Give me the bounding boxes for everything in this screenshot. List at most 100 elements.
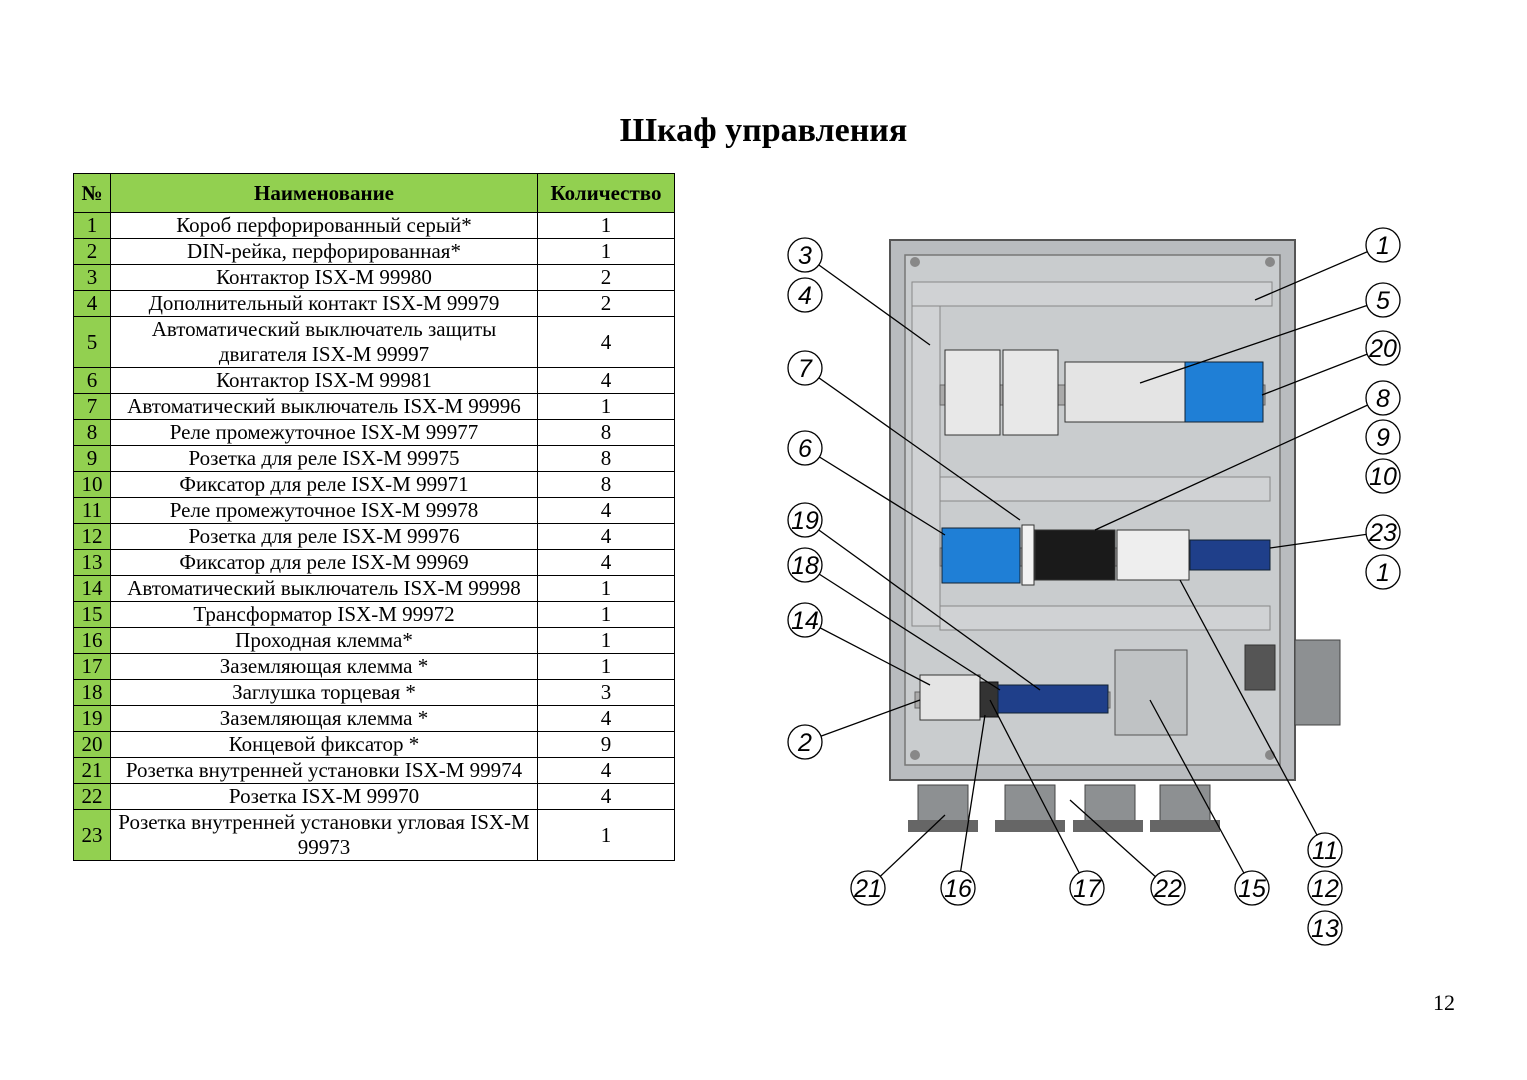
row-name: Розетка для реле ISX-M 99976	[110, 523, 538, 550]
callout-label: 20	[1368, 335, 1397, 363]
socket-bottom-2	[1004, 784, 1056, 826]
callout-20: 20	[1261, 330, 1401, 396]
page-title: Шкаф управления	[619, 112, 908, 149]
callout-22: 22	[1069, 799, 1186, 906]
header-name: Наименование	[110, 173, 538, 213]
row-quantity: 2	[537, 264, 675, 291]
row-number: 1	[73, 212, 111, 239]
row-name: Розетка ISX-M 99970	[110, 783, 538, 810]
row-name: Заглушка торцевая *	[110, 679, 538, 706]
callout-label: 15	[1238, 875, 1266, 903]
terminal-block-bottom	[997, 684, 1109, 714]
row-quantity: 1	[537, 393, 675, 420]
row-number: 6	[73, 367, 111, 394]
row-name: DIN-рейка, перфорированная*	[110, 238, 538, 265]
row-number: 3	[73, 264, 111, 291]
callout-label: 1	[1376, 232, 1390, 260]
row-number: 23	[73, 809, 111, 861]
row-number: 21	[73, 757, 111, 784]
row-number: 12	[73, 523, 111, 550]
row-quantity: 4	[537, 316, 675, 368]
callout-label: 4	[798, 282, 812, 310]
row-number: 15	[73, 601, 111, 628]
row-name: Автоматический выключатель ISX-M 99996	[110, 393, 538, 420]
callout-23: 23	[1269, 514, 1401, 550]
callout-2: 2	[787, 699, 921, 760]
row-name: Заземляющая клемма *	[110, 705, 538, 732]
callout-14: 14	[787, 602, 931, 686]
row-number: 13	[73, 549, 111, 576]
callout-label: 11	[1312, 837, 1338, 865]
top-cable-duct	[911, 281, 1273, 307]
breaker-14	[919, 674, 981, 721]
row-quantity: 4	[537, 367, 675, 394]
callout-label: 9	[1376, 424, 1390, 452]
callout-label: 10	[1369, 463, 1397, 491]
callout-label: 5	[1376, 287, 1390, 315]
row-quantity: 4	[537, 783, 675, 810]
contactor-2	[1002, 349, 1059, 436]
row-name: Фиксатор для реле ISX-M 99971	[110, 471, 538, 498]
callout-label: 13	[1311, 915, 1339, 943]
callout-13: 13	[1307, 910, 1343, 946]
callout-label: 12	[1311, 875, 1339, 903]
callout-21: 21	[850, 814, 946, 906]
callout-label: 18	[791, 552, 819, 580]
row-name: Дополнительный контакт ISX-M 99979	[110, 290, 538, 317]
row-quantity: 3	[537, 679, 675, 706]
callout-4: 4	[787, 277, 823, 313]
angled-socket	[1294, 639, 1341, 726]
row-number: 17	[73, 653, 111, 680]
header-quantity: Количество	[537, 173, 675, 213]
callout-3: 3	[787, 237, 931, 346]
callout-label: 16	[944, 875, 972, 903]
row-quantity: 2	[537, 290, 675, 317]
transformer	[1114, 649, 1188, 736]
relays	[1034, 529, 1116, 581]
blue-contactors-top	[1184, 361, 1264, 423]
callout-15: 15	[1149, 699, 1270, 906]
row-name: Автоматический выключатель ISX-M 99998	[110, 575, 538, 602]
row-number: 2	[73, 238, 111, 265]
middle-cable-duct	[939, 476, 1271, 502]
row-name: Реле промежуточное ISX-M 99978	[110, 497, 538, 524]
row-quantity: 1	[537, 601, 675, 628]
callout-8: 8	[1094, 380, 1401, 531]
row-number: 10	[73, 471, 111, 498]
callout-label: 22	[1153, 875, 1182, 903]
callout-11: 11	[1179, 579, 1343, 868]
socket-bottom-4	[1159, 784, 1211, 826]
row-quantity: 1	[537, 627, 675, 654]
row-number: 7	[73, 393, 111, 420]
contactor-1	[944, 349, 1001, 436]
callout-label: 3	[798, 242, 812, 270]
callout-label: 23	[1368, 519, 1397, 547]
callout-label: 17	[1073, 875, 1102, 903]
callout-9: 9	[1365, 419, 1401, 455]
blue-contactors-middle	[941, 527, 1021, 584]
terminal-block-middle	[1189, 539, 1271, 571]
row-quantity: 8	[537, 445, 675, 472]
row-name: Фиксатор для реле ISX-M 99969	[110, 549, 538, 576]
callout-10: 10	[1365, 458, 1401, 494]
row-number: 11	[73, 497, 111, 524]
callout-5: 5	[1139, 282, 1401, 384]
callout-label: 19	[791, 507, 819, 535]
row-quantity: 4	[537, 523, 675, 550]
row-number: 22	[73, 783, 111, 810]
